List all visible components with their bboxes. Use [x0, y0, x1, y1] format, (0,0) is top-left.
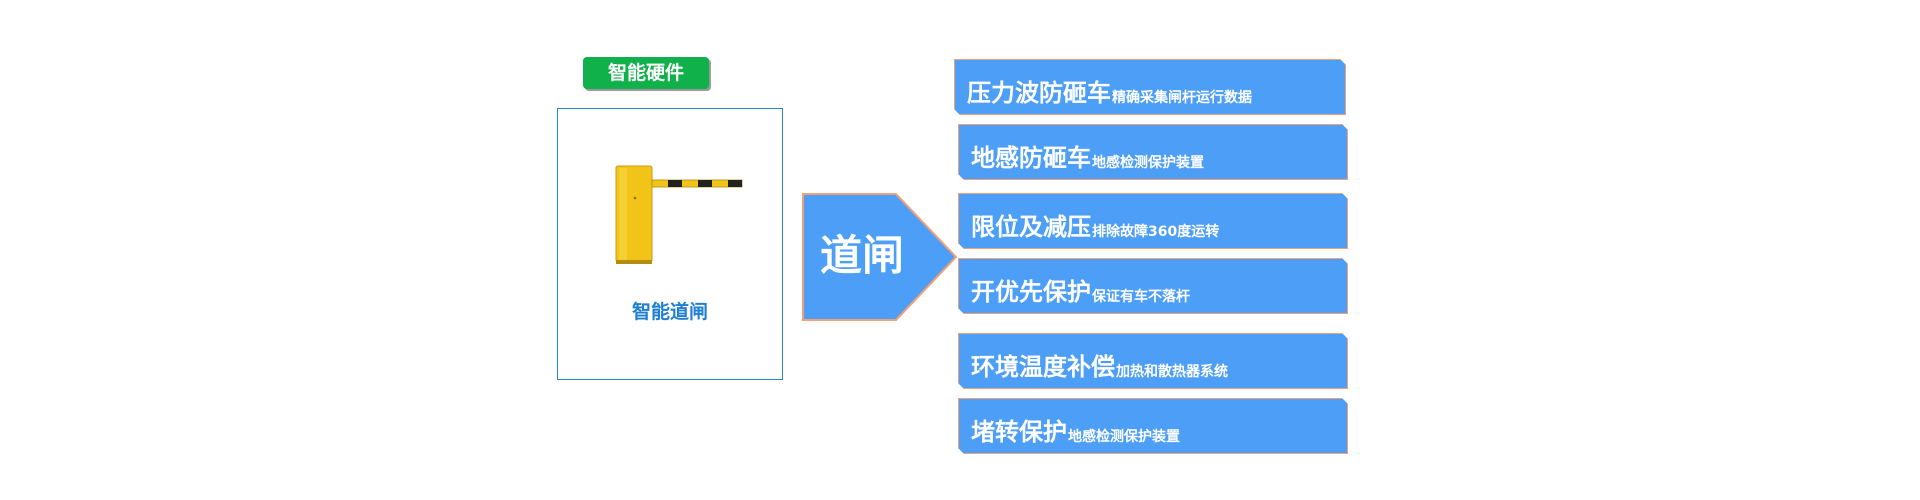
feature-box-6: 堵转保护地感检测保护装置 — [958, 398, 1348, 454]
product-card: 智能道闸 — [557, 108, 783, 380]
feature-title: 压力波防砸车 — [967, 79, 1111, 107]
arrow-label: 道闸 — [819, 231, 904, 280]
smart-hardware-badge: 智能硬件 — [583, 57, 709, 89]
feature-title: 开优先保护 — [971, 278, 1091, 306]
feature-title: 环境温度补偿 — [971, 353, 1115, 381]
feature-title: 堵转保护 — [971, 418, 1067, 446]
feature-subtitle: 地感检测保护装置 — [1068, 429, 1180, 445]
feature-subtitle: 排除故障360度运转 — [1092, 224, 1220, 240]
barrier-gate-image — [615, 165, 743, 264]
feature-title: 地感防砸车 — [971, 144, 1091, 172]
feature-subtitle: 精确采集闸杆运行数据 — [1112, 90, 1252, 106]
feature-box-4: 开优先保护保证有车不落杆 — [958, 258, 1348, 314]
feature-box-5: 环境温度补偿加热和散热器系统 — [958, 333, 1348, 389]
product-caption: 智能道闸 — [631, 301, 708, 323]
right-arrow-shape — [802, 193, 958, 321]
feature-subtitle: 地感检测保护装置 — [1092, 155, 1204, 171]
feature-title: 限位及减压 — [971, 213, 1091, 241]
feature-box-2: 地感防砸车地感检测保护装置 — [958, 124, 1348, 180]
feature-subtitle: 保证有车不落杆 — [1092, 289, 1190, 305]
feature-subtitle: 加热和散热器系统 — [1116, 364, 1228, 380]
feature-box-3: 限位及减压排除故障360度运转 — [958, 193, 1348, 249]
feature-box-1: 压力波防砸车精确采集闸杆运行数据 — [954, 59, 1346, 115]
